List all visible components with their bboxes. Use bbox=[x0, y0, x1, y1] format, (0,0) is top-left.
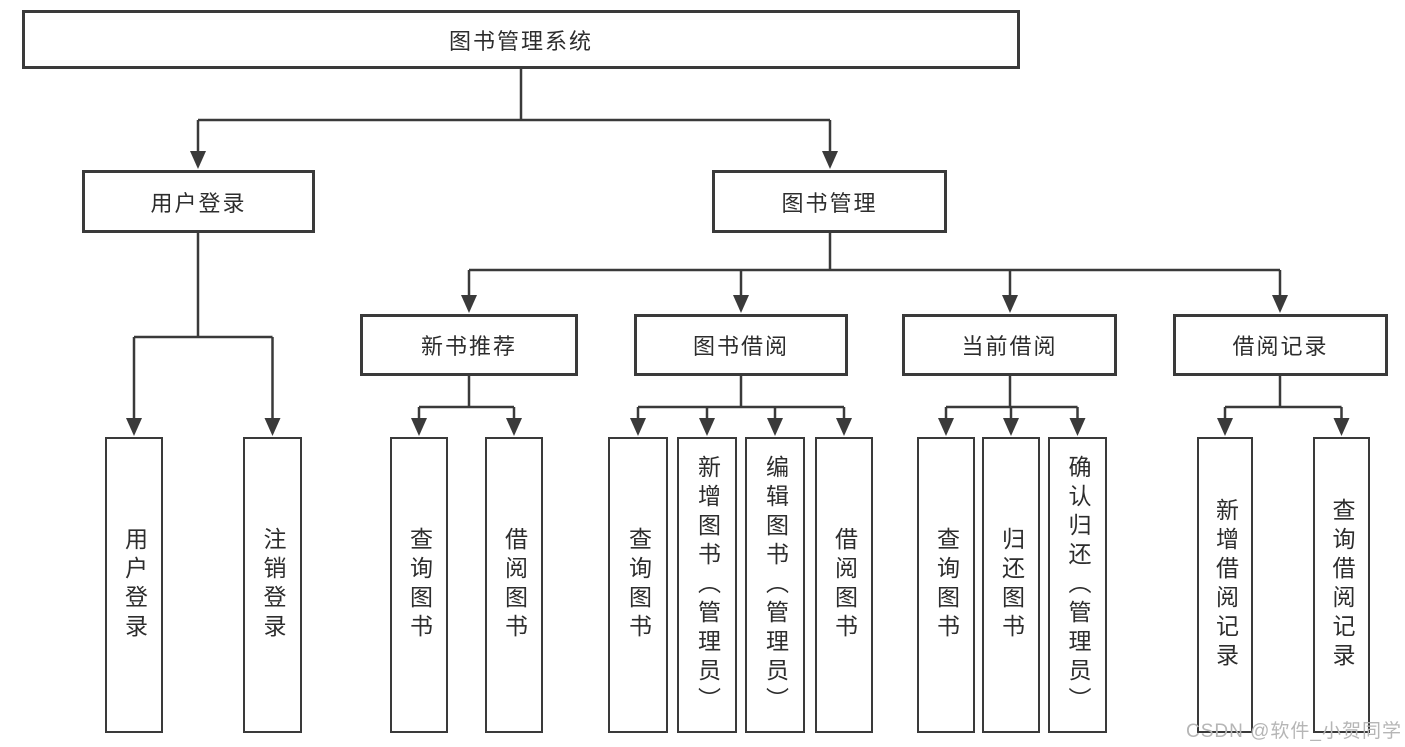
node-root-label: 图书管理系统 bbox=[448, 28, 593, 54]
leaf-return-book-label: 归还图书 bbox=[998, 527, 1025, 643]
leaf-add-book-admin-label: 新增图书（管理员） bbox=[694, 454, 721, 716]
node-book-borrow: 图书借阅 bbox=[634, 314, 848, 376]
leaf-user-login-label: 用户登录 bbox=[121, 527, 148, 643]
leaf-query-borrow-record: 查询借阅记录 bbox=[1313, 437, 1370, 733]
node-new-book-recommend: 新书推荐 bbox=[360, 314, 578, 376]
leaf-user-login: 用户登录 bbox=[105, 437, 163, 733]
leaf-confirm-return-admin-label: 确认归还（管理员） bbox=[1065, 454, 1091, 716]
leaf-edit-book-admin: 编辑图书（管理员） bbox=[745, 437, 805, 733]
leaf-query-books-current: 查询图书 bbox=[917, 437, 975, 733]
leaf-add-borrow-record-label: 新增借阅记录 bbox=[1212, 498, 1239, 672]
leaf-query-books-borrow-label: 查询图书 bbox=[625, 527, 652, 643]
leaf-query-books-recommend-label: 查询图书 bbox=[406, 527, 433, 643]
leaf-query-borrow-record-label: 查询借阅记录 bbox=[1329, 498, 1355, 672]
leaf-edit-book-admin-label: 编辑图书（管理员） bbox=[762, 454, 789, 716]
node-new-book-recommend-label: 新书推荐 bbox=[420, 334, 517, 359]
node-book-management: 图书管理 bbox=[712, 170, 947, 233]
leaf-add-borrow-record: 新增借阅记录 bbox=[1197, 437, 1253, 733]
watermark: CSDN @软件_小贺同学 bbox=[1186, 721, 1402, 742]
node-current-borrow: 当前借阅 bbox=[902, 314, 1117, 376]
node-borrow-records: 借阅记录 bbox=[1173, 314, 1388, 376]
leaf-borrow-books-recommend-label: 借阅图书 bbox=[501, 527, 528, 643]
node-book-management-label: 图书管理 bbox=[781, 190, 878, 216]
tree-edges bbox=[132, 69, 1343, 419]
leaf-borrow-books: 借阅图书 bbox=[815, 437, 873, 733]
leaf-query-books-borrow: 查询图书 bbox=[608, 437, 668, 733]
leaf-logout-label: 注销登录 bbox=[260, 527, 286, 643]
node-book-borrow-label: 图书借阅 bbox=[692, 334, 789, 359]
node-current-borrow-label: 当前借阅 bbox=[961, 334, 1058, 359]
leaf-query-books-current-label: 查询图书 bbox=[933, 527, 960, 643]
leaf-add-book-admin: 新增图书（管理员） bbox=[677, 437, 737, 733]
leaf-confirm-return-admin: 确认归还（管理员） bbox=[1048, 437, 1107, 733]
leaf-return-book: 归还图书 bbox=[982, 437, 1040, 733]
leaf-logout: 注销登录 bbox=[243, 437, 302, 733]
node-root: 图书管理系统 bbox=[22, 10, 1020, 69]
node-user-login-label: 用户登录 bbox=[150, 190, 247, 216]
node-borrow-records-label: 借阅记录 bbox=[1232, 334, 1329, 359]
arrowheads bbox=[126, 151, 1350, 436]
leaf-query-books-recommend: 查询图书 bbox=[390, 437, 448, 733]
leaf-borrow-books-recommend: 借阅图书 bbox=[485, 437, 543, 733]
node-user-login: 用户登录 bbox=[82, 170, 315, 233]
leaf-borrow-books-label: 借阅图书 bbox=[831, 527, 858, 643]
